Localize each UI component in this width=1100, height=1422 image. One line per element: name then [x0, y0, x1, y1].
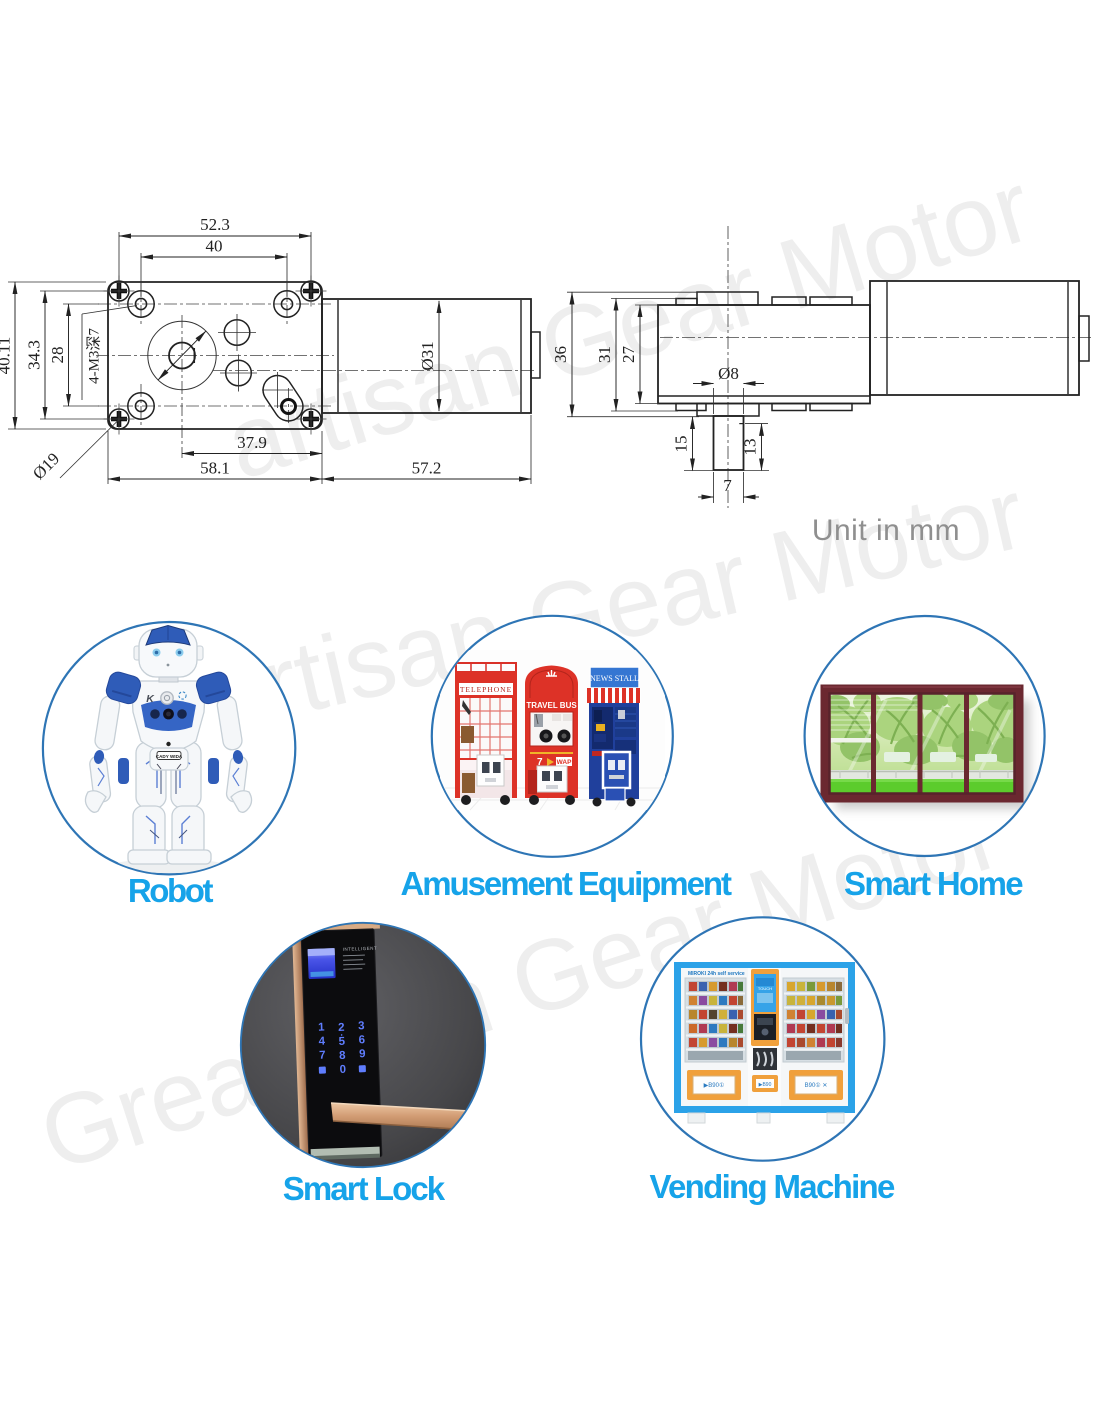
- svg-text:37.9: 37.9: [237, 433, 267, 452]
- svg-text:7: 7: [723, 476, 732, 495]
- svg-text:Amusement Equipment: Amusement Equipment: [400, 865, 731, 902]
- svg-text:TOUCH: TOUCH: [758, 986, 772, 991]
- svg-text:INTELLIGENT: INTELLIGENT: [343, 946, 378, 952]
- svg-text:Vending Machine: Vending Machine: [649, 1168, 895, 1205]
- svg-text:28: 28: [48, 347, 67, 364]
- svg-text:7: 7: [319, 1050, 326, 1062]
- svg-text:Robot: Robot: [128, 872, 214, 909]
- svg-text:40: 40: [206, 237, 223, 256]
- svg-text:9: 9: [359, 1048, 366, 1060]
- svg-text:TRAVEL BUS: TRAVEL BUS: [526, 701, 577, 710]
- svg-text:34.3: 34.3: [25, 340, 44, 370]
- svg-text:Unit in mm: Unit in mm: [812, 514, 960, 547]
- svg-text:27: 27: [619, 346, 638, 364]
- svg-text:▶B90①: ▶B90①: [704, 1082, 725, 1089]
- svg-text:6: 6: [358, 1034, 365, 1046]
- svg-text:4-M3深7: 4-M3深7: [86, 328, 103, 384]
- svg-text:3: 3: [358, 1020, 365, 1032]
- svg-text:13: 13: [741, 439, 760, 456]
- svg-text:4: 4: [318, 1036, 325, 1048]
- svg-text:58.1: 58.1: [200, 459, 230, 478]
- svg-text:Smart Lock: Smart Lock: [283, 1170, 446, 1207]
- svg-text:5: 5: [338, 1036, 345, 1048]
- svg-text:K: K: [146, 693, 155, 705]
- svg-text:36: 36: [551, 346, 570, 363]
- svg-text:15: 15: [672, 436, 691, 453]
- svg-text:CADY WIDA: CADY WIDA: [156, 754, 183, 759]
- svg-text:Ø8: Ø8: [718, 364, 739, 383]
- svg-text:TELEPHONE: TELEPHONE: [460, 685, 512, 694]
- svg-text:7: 7: [537, 757, 543, 768]
- svg-text:▶B90: ▶B90: [759, 1082, 772, 1088]
- svg-text:57.2: 57.2: [412, 459, 442, 478]
- svg-text:2: 2: [338, 1022, 345, 1034]
- svg-text:8: 8: [339, 1050, 346, 1062]
- svg-text:NEWS STALL: NEWS STALL: [590, 674, 639, 683]
- svg-text:0: 0: [339, 1064, 346, 1076]
- svg-text:Ø19: Ø19: [29, 449, 63, 483]
- svg-text:WAP: WAP: [557, 759, 572, 766]
- svg-text:40.11: 40.11: [0, 337, 14, 375]
- svg-text:B90① ✕: B90① ✕: [805, 1082, 828, 1089]
- svg-text:31: 31: [595, 346, 614, 363]
- svg-text:52.3: 52.3: [200, 215, 230, 234]
- svg-text:1: 1: [318, 1022, 325, 1034]
- svg-text:MIROKI 24h self service: MIROKI 24h self service: [688, 971, 745, 977]
- svg-text:Smart Home: Smart Home: [844, 865, 1023, 902]
- svg-text:Ø31: Ø31: [418, 341, 437, 370]
